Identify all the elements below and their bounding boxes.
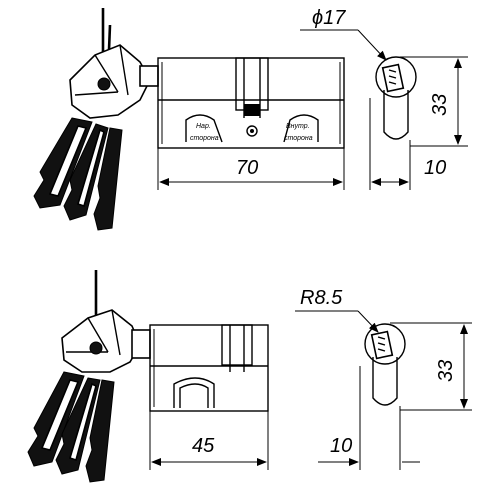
bottom-key-shank bbox=[131, 329, 151, 359]
left-face-label-1: Нар. bbox=[196, 123, 211, 130]
top-key-bow-edges bbox=[74, 44, 129, 96]
bottom-profile-keyway-notches bbox=[377, 336, 386, 352]
right-face-label-1: Внутр. bbox=[286, 123, 310, 130]
top-offset-label: 10 bbox=[424, 157, 446, 179]
top-left-plate bbox=[185, 114, 223, 143]
top-cam-block bbox=[244, 104, 260, 116]
top-profile-tail bbox=[383, 90, 409, 140]
bottom-key-hole bbox=[89, 341, 103, 355]
bottom-key-blade-groove-2 bbox=[69, 382, 97, 462]
top-cylinder-body: Нар. сторона Внутр. сторона bbox=[157, 57, 345, 149]
bottom-cam-slot bbox=[221, 324, 253, 366]
top-key-blade-groove-2 bbox=[77, 128, 105, 208]
left-face-label-2: сторона bbox=[190, 135, 219, 142]
bottom-radius-leader bbox=[357, 310, 379, 333]
top-key-hole bbox=[97, 77, 111, 91]
top-key-blade-groove-1 bbox=[48, 125, 88, 197]
bottom-key-blade-3 bbox=[85, 379, 115, 483]
bottom-profile: R8.5 33 10 bbox=[295, 287, 472, 470]
bottom-face-plate bbox=[173, 377, 215, 408]
top-screw-hole bbox=[246, 125, 258, 137]
bottom-key-blade-groove-1 bbox=[40, 379, 80, 451]
top-profile-keyway bbox=[381, 63, 405, 93]
top-keys bbox=[33, 8, 159, 231]
bottom-profile-circle bbox=[364, 323, 406, 365]
bottom-profile-tail bbox=[372, 357, 398, 406]
top-right-plate bbox=[283, 114, 319, 143]
bottom-height-label: 33 bbox=[435, 360, 457, 382]
top-profile-keyway-notches bbox=[388, 69, 397, 85]
bottom-face-plate-inner bbox=[179, 383, 209, 408]
top-cam-slot bbox=[235, 57, 269, 111]
top-diameter-label: ϕ17 bbox=[312, 7, 346, 29]
top-height-label: 33 bbox=[429, 94, 451, 116]
bottom-profile-keyway bbox=[370, 330, 394, 360]
top-length-label: 70 bbox=[236, 157, 258, 179]
bottom-cylinder-outline bbox=[149, 324, 269, 412]
bottom-cylinder-body bbox=[149, 324, 269, 412]
bottom-radius-label: R8.5 bbox=[300, 287, 343, 309]
top-key-shank bbox=[139, 65, 159, 87]
top-diameter-leader bbox=[357, 29, 387, 61]
top-profile-circle bbox=[375, 56, 417, 98]
bottom-length-label: 45 bbox=[192, 435, 215, 457]
top-length-dimension: 70 bbox=[157, 148, 345, 190]
bottom-length-dimension: 45 bbox=[149, 411, 269, 470]
top-screw-hole-center bbox=[250, 129, 254, 133]
top-key-blade-3 bbox=[93, 127, 123, 231]
bottom-offset-label: 10 bbox=[330, 435, 352, 457]
bottom-keys bbox=[27, 270, 151, 483]
top-profile: ϕ17 33 10 bbox=[300, 7, 468, 190]
right-face-label-2: сторона bbox=[284, 135, 313, 142]
